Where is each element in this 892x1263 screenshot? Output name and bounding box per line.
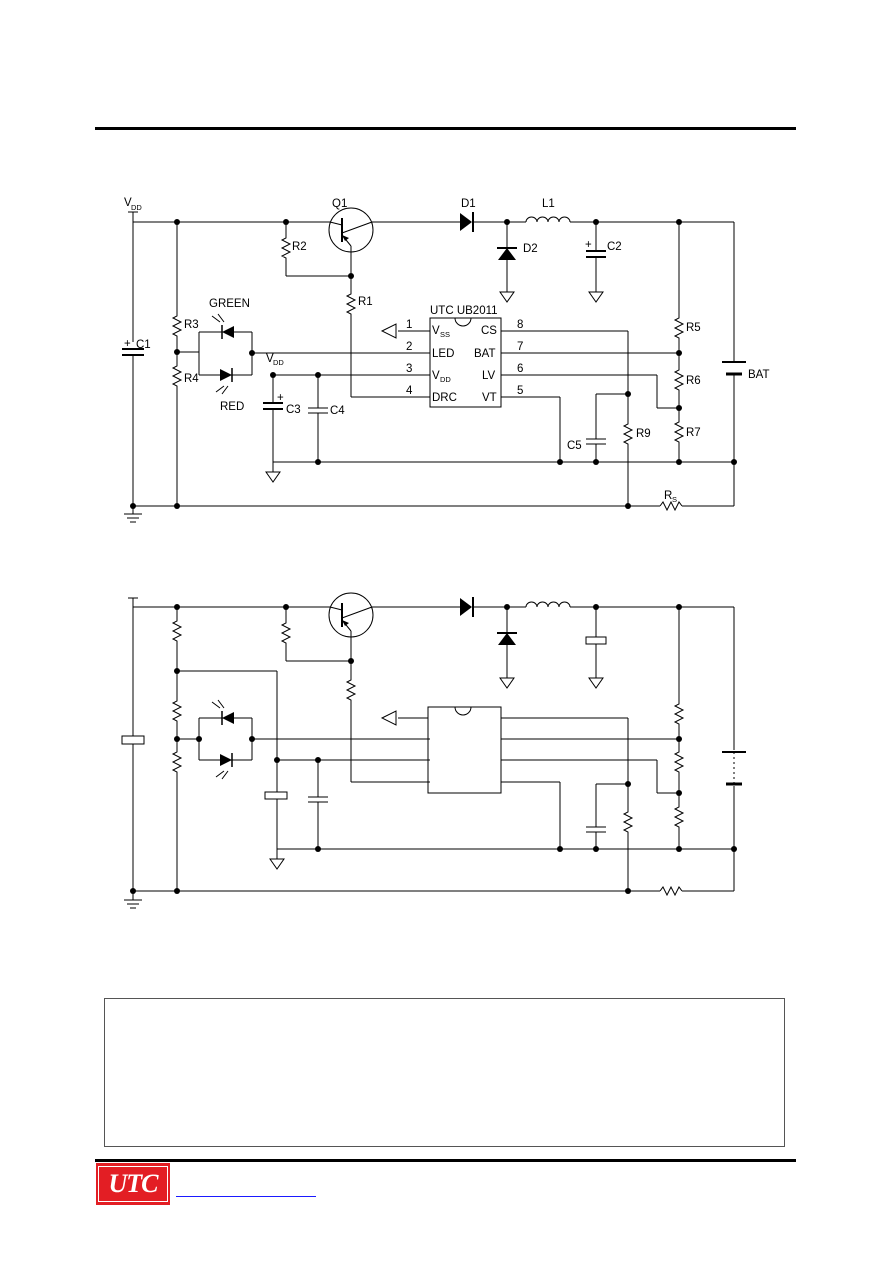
vdd-label: V: [124, 197, 132, 209]
c2-plus: +: [585, 239, 592, 251]
r4-label: R4: [184, 373, 199, 385]
pin8-label: CS: [481, 325, 497, 337]
r3-label: R3: [184, 319, 199, 331]
pin1-sub: SS: [440, 330, 450, 339]
red-led-label: RED: [220, 401, 244, 413]
utc-logo: UTC: [96, 1163, 170, 1205]
pin1-label: V: [432, 325, 440, 337]
vdd-label-sub: DD: [131, 203, 142, 212]
header-rule: [95, 127, 796, 130]
website-link[interactable]: [176, 1195, 316, 1197]
green-led-label: GREEN: [209, 298, 250, 310]
vdd-node-sub: DD: [273, 358, 284, 367]
pin2-num: 2: [406, 341, 412, 353]
pin7-label: BAT: [474, 348, 496, 360]
pin4-label: DRC: [432, 392, 457, 404]
c3-plus: +: [277, 392, 284, 404]
d1-label: D1: [461, 198, 476, 210]
ic-name: UTC UB2011: [430, 305, 498, 317]
c1-label: C1: [136, 339, 151, 351]
r9-label: R9: [636, 428, 651, 440]
r1-label: R1: [358, 296, 373, 308]
footer-rule: [95, 1159, 796, 1162]
c1-plus: +: [124, 338, 131, 350]
l1-label: L1: [542, 198, 555, 210]
pin5-num: 5: [517, 385, 523, 397]
rs-label: R: [664, 490, 672, 502]
pin3-sub: DD: [440, 375, 451, 384]
r7-label: R7: [686, 427, 701, 439]
schematic-blank: [121, 592, 746, 909]
bat-label: BAT: [748, 369, 770, 381]
d2-label: D2: [523, 243, 538, 255]
pin7-num: 7: [517, 341, 523, 353]
pin5-label: VT: [482, 392, 497, 404]
pin3-label: V: [432, 370, 440, 382]
pin1-num: 1: [406, 319, 412, 331]
c4-label: C4: [330, 405, 345, 417]
pin3-num: 3: [406, 363, 412, 375]
rs-sub: S: [672, 495, 677, 504]
q1-label: Q1: [332, 198, 347, 210]
schematic-labelled: C1 + V DD R3 R4 GREEN RED V DD +: [122, 197, 770, 523]
pin6-label: LV: [482, 370, 496, 382]
r5-label: R5: [686, 322, 701, 334]
r6-label: R6: [686, 375, 701, 387]
notice-box: [104, 998, 785, 1147]
pin8-num: 8: [517, 319, 523, 331]
vdd-node-label: V: [266, 353, 274, 365]
utc-logo-text: UTC: [98, 1166, 168, 1202]
pin6-num: 6: [517, 363, 523, 375]
c5-label: C5: [567, 440, 582, 452]
r2-label: R2: [292, 241, 307, 253]
c3-label: C3: [286, 404, 301, 416]
ic-body: [429, 317, 502, 408]
c2-label: C2: [607, 241, 622, 253]
pin2-label: LED: [432, 348, 454, 360]
pin4-num: 4: [406, 385, 413, 397]
